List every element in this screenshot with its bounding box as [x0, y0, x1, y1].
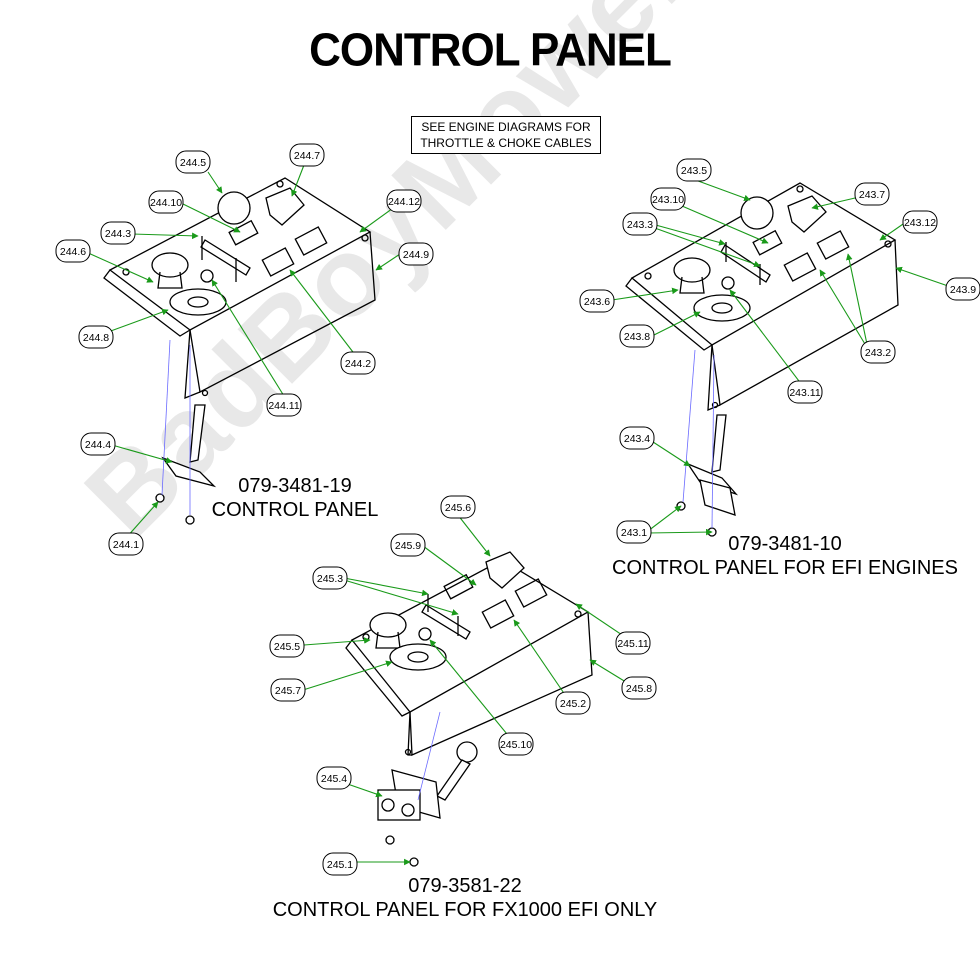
callout-244-6: 244.6 — [55, 239, 91, 263]
assembly-244-part-number: 079-3481-19 — [238, 475, 352, 497]
callout-label: 243.3 — [627, 219, 653, 231]
callout-245-9: 245.9 — [390, 533, 426, 557]
callout-243-9: 243.9 — [945, 277, 980, 301]
assembly-243-name: CONTROL PANEL FOR EFI ENGINES — [612, 557, 958, 579]
callout-243-10: 243.10 — [650, 187, 686, 211]
callout-243-5: 243.5 — [676, 158, 712, 182]
assembly-243-caption: 079-3481-10 CONTROL PANEL FOR EFI ENGINE… — [610, 532, 960, 580]
callout-label: 243.4 — [624, 433, 650, 445]
callout-243-3: 243.3 — [622, 212, 658, 236]
callout-label: 243.11 — [789, 387, 820, 399]
callout-label: 243.12 — [904, 217, 936, 229]
callout-label: 243.5 — [681, 165, 707, 177]
callout-244-7: 244.7 — [289, 143, 325, 167]
callout-label: 243.10 — [652, 194, 684, 206]
callout-label: 245.9 — [395, 540, 421, 552]
callout-label: 243.1 — [621, 527, 647, 539]
callout-244-12: 244.12 — [386, 189, 422, 213]
callout-243-7: 243.7 — [854, 182, 890, 206]
callout-245-4: 245.4 — [316, 766, 352, 790]
callout-label: 245.5 — [274, 641, 300, 653]
note-line-2: THROTTLE & CHOKE CABLES — [420, 136, 592, 150]
page-title: CONTROL PANEL — [309, 24, 672, 77]
callout-245-10: 245.10 — [498, 732, 534, 756]
callout-label: 243.9 — [950, 284, 976, 296]
assembly-244-drawing — [103, 177, 376, 525]
assembly-245-drawing — [345, 551, 593, 867]
assembly-244-caption: 079-3481-19 CONTROL PANEL — [190, 474, 400, 522]
callout-label: 244.6 — [60, 246, 86, 258]
callout-244-3: 244.3 — [100, 221, 136, 245]
callout-243-2: 243.2 — [860, 340, 896, 364]
note-line-1: SEE ENGINE DIAGRAMS FOR — [421, 120, 591, 134]
callout-244-1: 244.1 — [108, 532, 144, 556]
callout-label: 244.11 — [268, 400, 299, 412]
callout-245-11: 245.11 — [615, 631, 651, 655]
assembly-243-part-number: 079-3481-10 — [728, 533, 842, 555]
assembly-245-caption: 079-3581-22 CONTROL PANEL FOR FX1000 EFI… — [260, 874, 670, 922]
callout-label: 244.12 — [388, 196, 420, 208]
callout-label: 245.1 — [327, 859, 353, 871]
callout-label: 244.1 — [113, 539, 139, 551]
note-box: SEE ENGINE DIAGRAMS FOR THROTTLE & CHOKE… — [411, 116, 601, 154]
callout-label: 244.9 — [403, 249, 429, 261]
callout-244-8: 244.8 — [78, 325, 114, 349]
callout-label: 245.2 — [560, 698, 586, 710]
callout-243-1: 243.1 — [616, 520, 652, 544]
callout-244-11: 244.11 — [266, 393, 302, 417]
assembly-245-name: CONTROL PANEL FOR FX1000 EFI ONLY — [272, 899, 658, 921]
callout-label: 243.7 — [859, 189, 885, 201]
callout-245-3: 245.3 — [312, 566, 348, 590]
callout-label: 244.4 — [85, 439, 111, 451]
callout-bubbles: 244.1 244.2 244.3 244.4 244.5 244.6 244.7 244.8… — [55, 143, 980, 876]
callout-243-6: 243.6 — [579, 289, 615, 313]
callout-245-7: 245.7 — [270, 678, 306, 702]
callout-245-6: 245.6 — [440, 495, 476, 519]
callout-label: 244.2 — [345, 358, 371, 370]
callout-244-5: 244.5 — [175, 150, 211, 174]
callout-label: 245.3 — [317, 573, 343, 585]
callout-label: 245.4 — [321, 773, 347, 785]
callout-label: 243.8 — [624, 331, 650, 343]
callout-label: 243.6 — [584, 296, 610, 308]
leader-lines — [85, 164, 952, 866]
callout-245-5: 245.5 — [269, 634, 305, 658]
callout-243-11: 243.11 — [787, 380, 823, 404]
callout-243-12: 243.12 — [902, 210, 938, 234]
callout-244-10: 244.10 — [148, 190, 184, 214]
callout-245-1: 245.1 — [322, 852, 358, 876]
callout-244-2: 244.2 — [340, 351, 376, 375]
callout-label: 245.6 — [445, 502, 471, 514]
callout-244-4: 244.4 — [80, 432, 116, 456]
callout-label: 243.2 — [865, 347, 891, 359]
callout-label: 245.10 — [500, 739, 532, 751]
callout-label: 245.11 — [617, 638, 648, 650]
assembly-243-drawing — [625, 182, 899, 537]
callout-label: 245.7 — [275, 685, 301, 697]
callout-label: 244.7 — [294, 150, 320, 162]
callout-label: 245.8 — [626, 683, 652, 695]
callout-label: 244.5 — [180, 157, 206, 169]
callout-243-4: 243.4 — [619, 426, 655, 450]
callout-245-8: 245.8 — [621, 676, 657, 700]
callout-label: 244.10 — [150, 197, 182, 209]
callout-243-8: 243.8 — [619, 324, 655, 348]
callout-244-9: 244.9 — [398, 242, 434, 266]
callout-label: 244.8 — [83, 332, 109, 344]
callout-label: 244.3 — [105, 228, 131, 240]
callout-245-2: 245.2 — [555, 691, 591, 715]
assembly-245-part-number: 079-3581-22 — [408, 875, 522, 897]
assembly-244-name: CONTROL PANEL — [211, 499, 379, 521]
